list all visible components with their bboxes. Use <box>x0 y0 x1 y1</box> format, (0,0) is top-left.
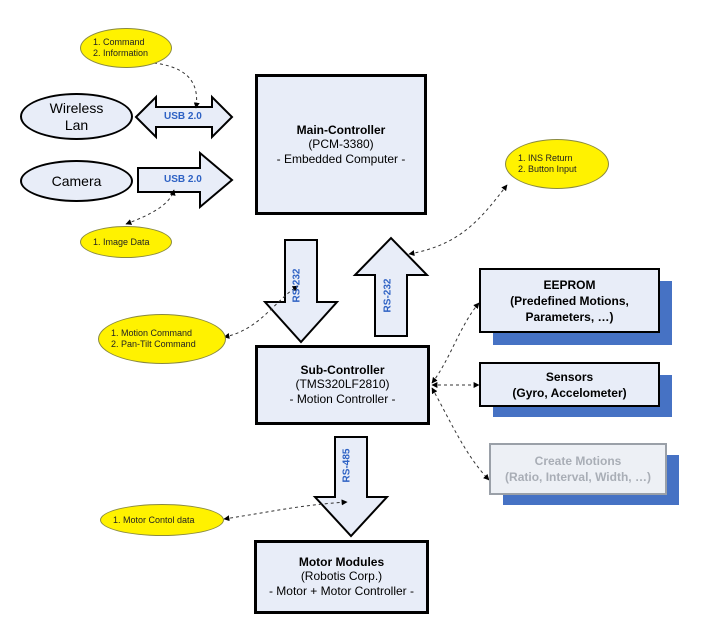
sub-controller-box: Sub-Controller (TMS320LF2810) - Motion C… <box>255 345 430 425</box>
sensors-title: Sensors <box>545 369 594 384</box>
sensors-box: Sensors (Gyro, Accelometer) <box>479 362 660 407</box>
wireless-lan-line-2: Lan <box>64 116 89 133</box>
main-controller-title: Main-Controller <box>296 122 386 137</box>
note-ins-return: 1. INS Return 2. Button Input <box>505 139 609 189</box>
eeprom-box: EEPROM (Predefined Motions, Parameters, … <box>479 268 660 333</box>
rs232-up-arrow <box>352 236 430 337</box>
note-ins-line-2: 2. Button Input <box>518 164 577 174</box>
connector-motor-control <box>223 499 348 522</box>
note-command-information: 1. Command 2. Information <box>80 28 172 68</box>
note-command-line-1: 1. Command <box>93 37 145 47</box>
connector-command-info <box>141 59 200 109</box>
connector-ins-return <box>408 184 508 257</box>
motor-modules-maker: (Robotis Corp.) <box>300 569 383 583</box>
main-controller-model: (PCM-3380) <box>308 136 374 151</box>
connector-motion-command <box>223 285 299 339</box>
connector-create-motions <box>431 387 490 481</box>
sub-controller-title: Sub-Controller <box>300 363 385 377</box>
rs232-up-label: RS-232 <box>382 278 394 313</box>
wireless-lan-line-1: Wireless <box>49 99 104 116</box>
note-motor-line-1: 1. Motor Contol data <box>113 514 195 525</box>
note-image-data: 1. Image Data <box>80 226 172 258</box>
note-motion-line-2: 2. Pan-Tilt Command <box>111 339 196 349</box>
note-ins-line-1: 1. INS Return <box>518 153 573 163</box>
main-controller-desc: - Embedded Computer - <box>276 151 406 166</box>
motor-modules-box: Motor Modules (Robotis Corp.) - Motor + … <box>254 540 429 614</box>
create-motions-title: Create Motions <box>534 454 622 468</box>
connector-image-data <box>125 189 176 225</box>
motor-modules-title: Motor Modules <box>298 555 385 569</box>
note-motor-control: 1. Motor Contol data <box>100 504 224 536</box>
eeprom-line-2: Parameters, …) <box>525 309 614 324</box>
sub-controller-desc: - Motion Controller - <box>289 392 396 406</box>
camera-label: Camera <box>51 172 102 189</box>
create-motions-box: Create Motions (Ratio, Interval, Width, … <box>489 443 667 495</box>
note-command-line-2: 2. Information <box>93 48 149 58</box>
sensors-line-1: (Gyro, Accelometer) <box>512 385 627 400</box>
connector-eeprom <box>431 302 480 384</box>
camera-node: Camera <box>20 160 133 202</box>
eeprom-line-1: (Predefined Motions, <box>510 293 629 308</box>
note-motion-command: 1. Motion Command 2. Pan-Tilt Command <box>98 314 226 364</box>
rs485-label: RS-485 <box>341 448 353 483</box>
wireless-lan-node: Wireless Lan <box>20 93 133 140</box>
motor-modules-desc: - Motor + Motor Controller - <box>268 584 415 598</box>
main-controller-box: Main-Controller (PCM-3380) - Embedded Co… <box>255 74 427 215</box>
rs232-down-label: RS-232 <box>291 268 303 303</box>
usb-label-wireless: USB 2.0 <box>164 111 202 122</box>
sub-controller-model: (TMS320LF2810) <box>295 377 390 391</box>
note-image-data-line-1: 1. Image Data <box>93 236 150 247</box>
eeprom-title: EEPROM <box>543 277 596 292</box>
create-motions-line-1: (Ratio, Interval, Width, …) <box>505 470 651 484</box>
note-motion-line-1: 1. Motion Command <box>111 328 193 338</box>
usb-label-camera: USB 2.0 <box>164 174 202 185</box>
